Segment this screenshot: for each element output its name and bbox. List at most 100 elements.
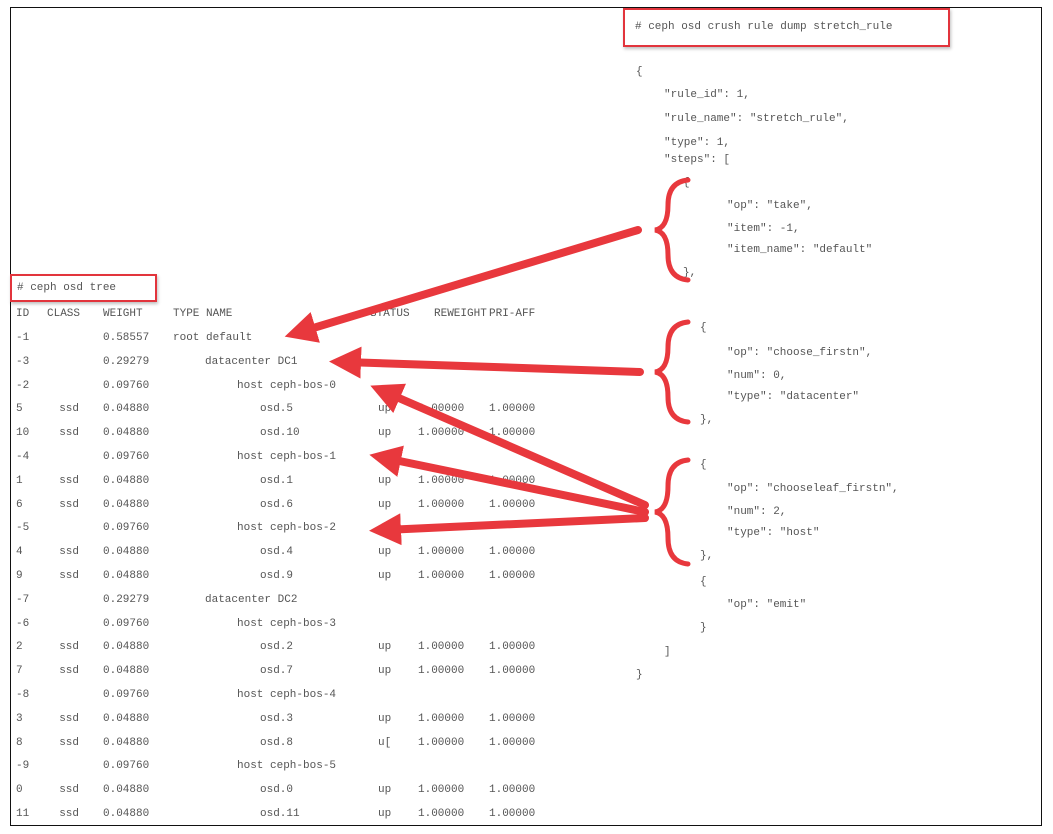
row-id: 0 (16, 784, 23, 797)
row-name: osd.7 (260, 665, 294, 678)
row-id: 3 (16, 712, 23, 725)
json-line: "steps": [ (664, 154, 731, 166)
json-line: { (683, 177, 690, 189)
row-status: up (378, 712, 392, 725)
json-line: "rule_name": "stretch_rule", (664, 113, 849, 125)
json-line: } (636, 669, 643, 681)
row-reweight: 1.00000 (418, 546, 465, 559)
row-class: ssd (59, 403, 79, 416)
row-reweight: 1.00000 (418, 736, 465, 749)
json-line: "op": "chooseleaf_firstn", (727, 483, 899, 495)
row-status: up (378, 665, 392, 678)
json-line: }, (700, 550, 714, 562)
row-id: 2 (16, 641, 23, 654)
row-id: -2 (16, 379, 30, 392)
figure-frame (10, 7, 1042, 826)
row-pri-aff: 1.00000 (489, 474, 536, 487)
row-name: root default (173, 332, 253, 344)
header-reweight: REWEIGHT (434, 308, 487, 320)
row-reweight: 1.00000 (418, 474, 465, 487)
header-class: CLASS (47, 308, 81, 320)
row-status: u[ (378, 736, 392, 749)
row-id: 7 (16, 665, 23, 678)
row-id: -4 (16, 451, 30, 463)
json-line: "op": "take", (727, 200, 813, 212)
json-line: "num": 2, (727, 506, 787, 518)
row-name: host ceph-bos-4 (237, 689, 337, 701)
row-name: osd.1 (260, 474, 294, 487)
row-reweight: 1.00000 (418, 498, 465, 511)
row-reweight: 1.00000 (418, 808, 465, 820)
row-weight: 0.04880 (103, 784, 150, 797)
row-class: ssd (59, 474, 79, 487)
row-class: ssd (59, 498, 79, 511)
json-line: { (700, 322, 707, 334)
row-name: osd.11 (260, 808, 300, 820)
row-name: osd.8 (260, 736, 294, 749)
row-name: osd.10 (260, 427, 300, 440)
row-weight: 0.04880 (103, 427, 150, 440)
row-weight: 0.09760 (103, 760, 150, 773)
header-weight: WEIGHT (103, 308, 143, 320)
row-name: osd.4 (260, 546, 294, 559)
row-weight: 0.09760 (103, 451, 150, 463)
row-weight: 0.04880 (103, 641, 150, 654)
json-line: "item_name": "default" (727, 244, 873, 256)
row-reweight: 1.00000 (418, 641, 465, 654)
row-pri-aff: 1.00000 (489, 498, 536, 511)
row-weight: 0.04880 (103, 546, 150, 559)
row-class: ssd (59, 641, 79, 654)
row-weight: 0.04880 (103, 736, 150, 749)
header-pri-aff: PRI-AFF (489, 308, 536, 320)
row-class: ssd (59, 665, 79, 678)
row-reweight: 1.00000 (418, 712, 465, 725)
row-id: 6 (16, 498, 23, 511)
row-id: -7 (16, 593, 30, 606)
crush-rule-command-box: # ceph osd crush rule dump stretch_rule (623, 8, 950, 47)
row-class: ssd (59, 736, 79, 749)
row-class: ssd (59, 546, 79, 559)
json-line: { (700, 459, 707, 471)
row-weight: 0.04880 (103, 474, 150, 487)
row-name: host ceph-bos-2 (237, 522, 337, 535)
json-line: "op": "emit" (727, 599, 807, 611)
json-line: }, (683, 267, 697, 279)
row-name: host ceph-bos-3 (237, 617, 337, 630)
row-id: -9 (16, 760, 30, 773)
row-weight: 0.29279 (103, 355, 150, 368)
row-status: up (378, 403, 392, 416)
json-line: } (700, 622, 707, 634)
row-class: ssd (59, 808, 79, 820)
json-line: "type": "host" (727, 527, 820, 539)
row-status: up (378, 641, 392, 654)
row-pri-aff: 1.00000 (489, 403, 536, 416)
row-status: up (378, 498, 392, 511)
row-weight: 0.09760 (103, 522, 150, 535)
row-weight: 0.04880 (103, 665, 150, 678)
row-weight: 0.09760 (103, 689, 150, 701)
header-status: STATUS (370, 308, 410, 320)
row-status: up (378, 427, 392, 440)
row-status: up (378, 808, 392, 820)
row-id: 10 (16, 427, 30, 440)
row-pri-aff: 1.00000 (489, 665, 536, 678)
header-id: ID (16, 308, 30, 320)
json-line: { (700, 576, 707, 588)
row-reweight: 1.00000 (418, 427, 465, 440)
row-weight: 0.04880 (103, 808, 150, 820)
row-weight: 0.04880 (103, 712, 150, 725)
row-weight: 0.09760 (103, 617, 150, 630)
row-class: ssd (59, 570, 79, 582)
row-pri-aff: 1.00000 (489, 808, 536, 820)
row-name: host ceph-bos-0 (237, 379, 337, 392)
json-line: "op": "choose_firstn", (727, 347, 873, 359)
row-status: up (378, 784, 392, 797)
json-line: "item": -1, (727, 223, 800, 235)
crush-rule-command: # ceph osd crush rule dump stretch_rule (635, 21, 893, 33)
row-reweight: 1.00000 (418, 784, 465, 797)
json-line: "num": 0, (727, 370, 787, 382)
row-name: osd.6 (260, 498, 294, 511)
row-name: datacenter DC1 (205, 355, 298, 368)
row-name: osd.2 (260, 641, 294, 654)
row-weight: 0.29279 (103, 593, 150, 606)
